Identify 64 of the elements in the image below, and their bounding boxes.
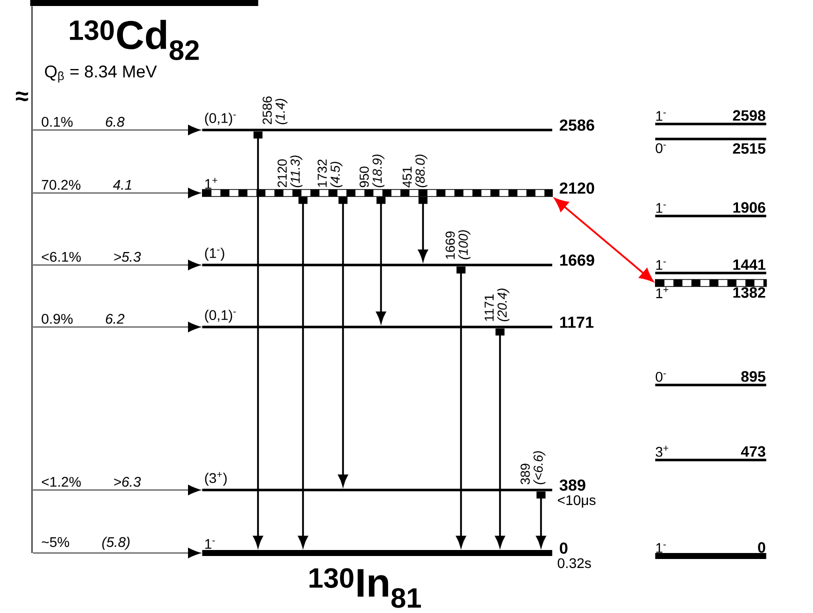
approx-sign: ≈ bbox=[16, 92, 28, 102]
arrow bbox=[456, 266, 466, 548]
spin-label: 1$^{-}$ bbox=[656, 543, 666, 553]
feeding-line bbox=[31, 6, 33, 553]
edge-label: 451 (88.0) bbox=[402, 154, 428, 189]
edge-label: 389 (<6.6) bbox=[520, 451, 546, 486]
energy-label: 2515 bbox=[732, 143, 766, 154]
half-life-label: <10μs bbox=[558, 495, 596, 508]
arrow bbox=[536, 491, 546, 548]
energy-label: 1669 bbox=[560, 254, 594, 266]
spin-label: 3$^{+}$ bbox=[656, 446, 668, 457]
edge-label: 1669 (100) bbox=[444, 228, 472, 261]
edge-label: 1171 (20.4) bbox=[484, 288, 510, 323]
arrow bbox=[32, 260, 201, 270]
spin-label: (1$^{-}$) bbox=[205, 248, 224, 261]
edge-label: 2586 (1.4) bbox=[262, 94, 288, 126]
spin-label: (0,1)$^{-}$ bbox=[205, 112, 236, 126]
arrow bbox=[253, 131, 263, 548]
energy-label: 2598 bbox=[732, 110, 766, 121]
edge-label: <1.2% >6.3 bbox=[40, 476, 142, 488]
spin-label: 1$^{-}$ bbox=[656, 111, 666, 121]
edge-label: 2120 (11.3) bbox=[276, 156, 304, 189]
edge-label: <6.1% >5.3 bbox=[40, 250, 142, 263]
energy-label: 1382 bbox=[733, 287, 766, 298]
energy-label: 2120 bbox=[560, 182, 594, 194]
arrow bbox=[32, 124, 201, 136]
energy-label: 473 bbox=[741, 446, 766, 457]
energy-label: 2586 bbox=[560, 119, 594, 131]
arrow bbox=[298, 196, 308, 548]
arrow bbox=[554, 198, 654, 282]
edge-label: 0.9% 6.2 bbox=[40, 312, 126, 325]
edge-label: 70.2% 4.1 bbox=[40, 178, 134, 191]
arrow bbox=[32, 548, 201, 558]
energy-label: 1171 bbox=[560, 316, 594, 328]
arrow bbox=[32, 484, 201, 496]
arrow bbox=[376, 196, 386, 323]
energy-label: 0 bbox=[758, 542, 766, 553]
arrow bbox=[32, 322, 201, 332]
spin-label: 1$^{-}$ bbox=[656, 203, 666, 213]
spin-label: 1$^{+}$ bbox=[656, 287, 668, 298]
energy-label: 895 bbox=[741, 371, 766, 382]
nuclide-label: $^{130}$Cd$_{82}$ bbox=[70, 20, 199, 60]
edge-label: ~5% (5.8) bbox=[40, 536, 132, 551]
nuclide-label: $^{130}$In$_{81}$ bbox=[310, 568, 421, 608]
spin-label: 1$^{+}$ bbox=[205, 178, 218, 189]
edge-label: 1732 (4.5) bbox=[316, 156, 344, 189]
spin-label: 1$^{-}$ bbox=[656, 260, 666, 270]
energy-label: 1441 bbox=[733, 259, 766, 270]
energy-label: 1906 bbox=[733, 202, 766, 213]
spin-label: 1$^{-}$ bbox=[205, 539, 215, 549]
q-value: Q$_{β}$ = 8.34 MeV bbox=[45, 66, 157, 83]
half-life-label: 0.32s bbox=[558, 558, 591, 568]
spin-label: (0,1)$^{-}$ bbox=[205, 310, 236, 323]
energy-label: 0 bbox=[560, 542, 568, 554]
arrow bbox=[418, 196, 428, 261]
arrow bbox=[338, 196, 348, 486]
edge-label: 0.1% 6.8 bbox=[40, 116, 126, 128]
spin-label: 0$^{-}$ bbox=[656, 143, 666, 154]
spin-label: (3$^{+}$) bbox=[205, 472, 227, 486]
energy-label: 389 bbox=[560, 479, 586, 491]
arrow bbox=[32, 188, 201, 198]
edge-label: 950 (18.9) bbox=[358, 154, 386, 189]
arrow bbox=[495, 328, 505, 548]
spin-label: 0$^{-}$ bbox=[656, 372, 666, 382]
